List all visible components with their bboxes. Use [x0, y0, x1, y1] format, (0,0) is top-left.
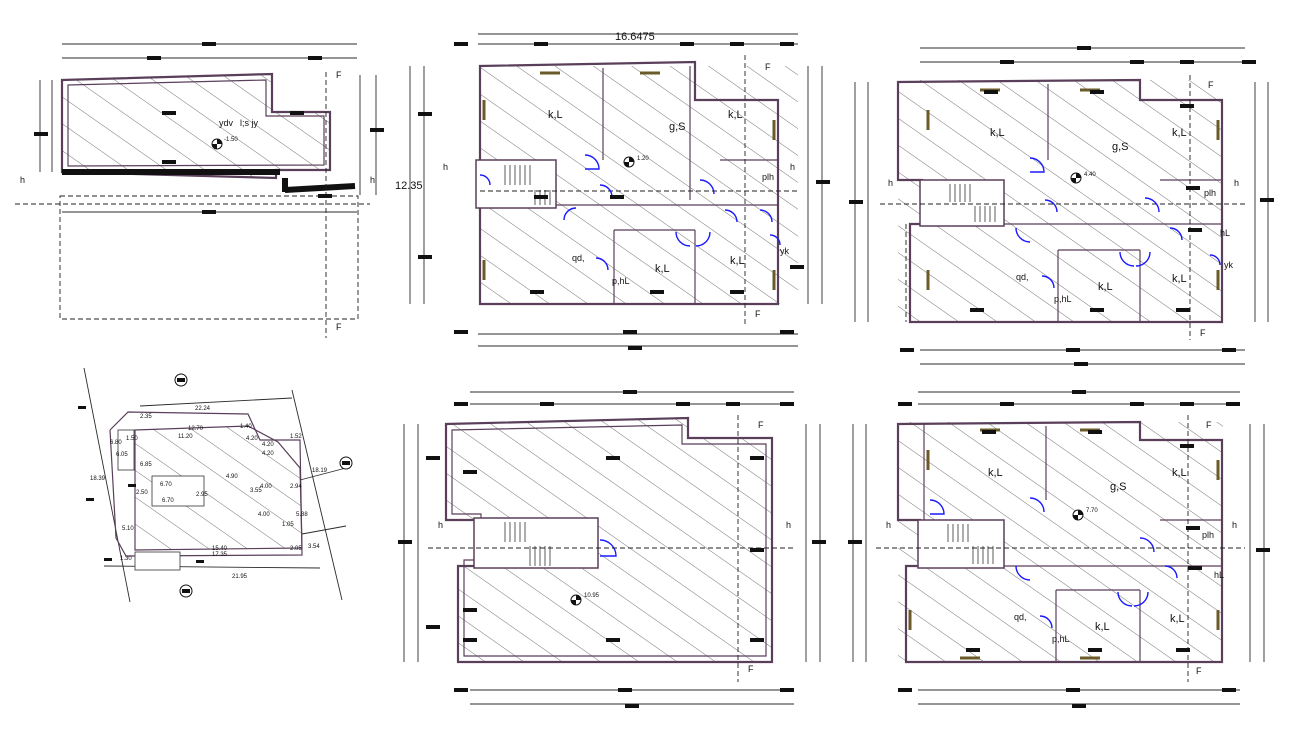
level-mark-h-1: h	[20, 175, 25, 185]
site-plan: 22.24 12.70 11.20 4.20 4.20 1.40 4.90 4.…	[78, 367, 353, 603]
site-dim-28: 3.55	[250, 488, 262, 494]
section-mark-f-8: F	[748, 664, 754, 674]
site-dim-8: 4.00	[260, 484, 272, 490]
first-room-2: k,L	[1172, 127, 1187, 139]
site-dim-3: 11.20	[178, 434, 193, 440]
level-mark-h-8: h	[786, 520, 791, 530]
ground-room-7: p,hL	[612, 276, 630, 286]
second-room-9: hL	[1214, 570, 1224, 580]
section-mark-f-6: F	[1200, 328, 1206, 338]
second-room-2: k,L	[1172, 467, 1187, 479]
site-dim-2: 12.70	[188, 426, 204, 432]
first-level-label: 4.40	[1084, 172, 1096, 178]
second-room-3: k,L	[1095, 621, 1110, 633]
section-mark-f-10: F	[1196, 666, 1202, 676]
second-room-1: k,L	[988, 467, 1003, 479]
roof-plan: 10.95 F F h h	[398, 390, 826, 708]
ground-room-9: yk	[780, 246, 790, 256]
level-mark-h-2: h	[370, 175, 375, 185]
second-room-5: g,S	[1110, 481, 1127, 493]
roof-level-label: 10.95	[584, 593, 600, 599]
basement-room-b-label: l;s jy	[240, 118, 259, 128]
second-room-8: plh	[1202, 530, 1214, 540]
section-mark-f-9: F	[1206, 420, 1212, 430]
second-floor-plan: k,L k,L k,L k,L g,S qd, p,hL plh hL 7.70…	[848, 390, 1270, 708]
site-dim-29: 2.35	[140, 414, 152, 420]
site-dim-25: 2.50	[136, 490, 148, 496]
ground-overall-width: 16.6475	[615, 31, 655, 43]
first-room-3: k,L	[1098, 281, 1113, 293]
site-dim-1: 22.24	[195, 406, 211, 412]
ground-room-1: k,L	[548, 109, 563, 121]
level-mark-h-7: h	[438, 520, 443, 530]
site-dim-7: 4.90	[226, 474, 238, 480]
ground-room-5: g,S	[669, 121, 686, 133]
ground-room-2: k,L	[728, 109, 743, 121]
site-dim-23: 6.80	[110, 440, 122, 446]
site-dim-5: 4.20	[262, 451, 274, 457]
second-level-label: 7.70	[1086, 508, 1098, 514]
site-dim-27: 1.30	[120, 556, 132, 562]
second-room-4: k,L	[1170, 613, 1185, 625]
site-dim-16: 2.94	[290, 484, 302, 490]
first-room-6: qd,	[1016, 272, 1029, 282]
basement-level-label: -1.50	[224, 137, 238, 143]
site-dim-20: 2.05	[290, 546, 302, 552]
site-dim-15: 2.95	[196, 492, 208, 498]
first-room-4: k,L	[1172, 273, 1187, 285]
section-mark-f-5: F	[1208, 80, 1214, 90]
ground-room-8: plh	[762, 172, 774, 182]
section-mark-f-4: F	[755, 309, 761, 319]
site-dim-30: 6.05	[116, 452, 128, 458]
site-dim-26: 1.05	[282, 522, 294, 528]
section-mark-f-3: F	[765, 62, 771, 72]
site-dim-18: 5.10	[122, 526, 134, 532]
first-room-7: p,hL	[1054, 294, 1072, 304]
site-dim-21: 5.88	[296, 512, 308, 518]
level-mark-h-3: h	[443, 162, 448, 172]
site-side-right: 18.19	[312, 468, 328, 474]
site-dim-11: 15.40	[212, 546, 228, 552]
ground-room-3: k,L	[655, 263, 670, 275]
site-dim-9: 6.70	[160, 482, 172, 488]
site-dim-19: 1.52	[290, 434, 302, 440]
ground-overall-depth: 12.35	[395, 180, 423, 192]
site-dim-6: 1.40	[240, 424, 252, 430]
ground-floor-plan: 16.6475 12.35 k,L k,L k,L k,L g,S qd, p,…	[395, 31, 830, 350]
first-room-5: g,S	[1112, 141, 1129, 153]
site-dim-4: 4.20	[262, 442, 274, 448]
section-mark-f-1: F	[336, 70, 342, 80]
ground-room-6: qd,	[572, 253, 585, 263]
basement-room-a-label: ydv	[219, 118, 234, 128]
level-mark-h-10: h	[1232, 520, 1237, 530]
second-room-6: qd,	[1014, 612, 1027, 622]
first-room-8: plh	[1204, 188, 1216, 198]
site-side-left: 18.39	[90, 476, 106, 482]
site-dim-22: 3.54	[308, 544, 320, 550]
site-dim-14: 1.50	[126, 436, 138, 442]
basement-plan: ydv l;s jy -1.50 F F h h	[15, 42, 384, 338]
site-dim-12: 17.35	[212, 552, 228, 558]
site-dim-31: 6.85	[140, 462, 152, 468]
level-mark-h-6: h	[1234, 178, 1239, 188]
site-dim-17: 4.00	[258, 512, 270, 518]
site-dim-24: 4.20	[246, 436, 258, 442]
second-room-7: p,hL	[1052, 634, 1070, 644]
site-dim-13: 21.95	[232, 574, 248, 580]
level-mark-h-4: h	[790, 162, 795, 172]
section-mark-f-2: F	[336, 322, 342, 332]
ground-level-label: 1.20	[637, 156, 649, 162]
first-room-10: yk	[1224, 260, 1234, 270]
site-dim-10: 6.70	[162, 498, 174, 504]
ground-room-4: k,L	[730, 255, 745, 267]
level-mark-h-9: h	[886, 520, 891, 530]
first-room-1: k,L	[990, 127, 1005, 139]
first-floor-plan: k,L k,L k,L k,L g,S qd, p,hL plh hL yk 4…	[849, 46, 1274, 366]
first-room-9: hL	[1220, 228, 1230, 238]
section-mark-f-7: F	[758, 420, 764, 430]
level-mark-h-5: h	[888, 178, 893, 188]
